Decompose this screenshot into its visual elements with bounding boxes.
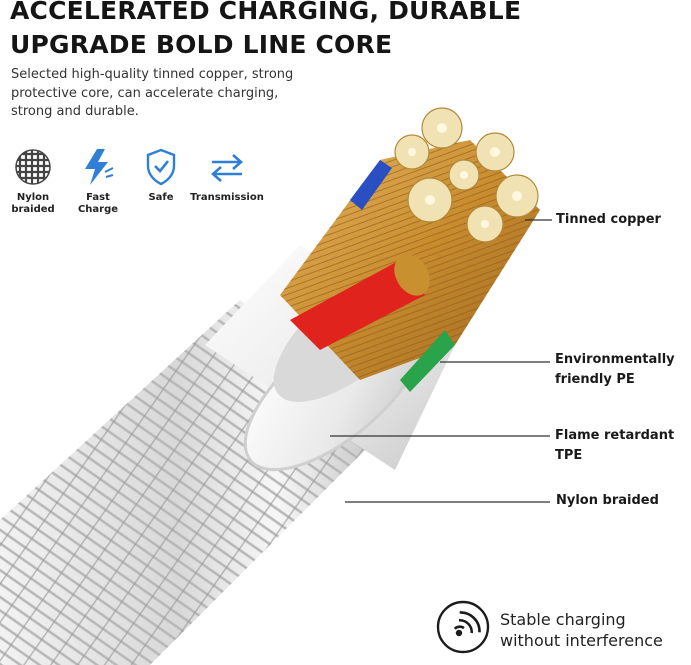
- feature-label-1b: braided: [11, 204, 55, 215]
- subtitle-line-3: strong and durable.: [11, 104, 139, 119]
- feature-label-4: Transmission: [190, 192, 264, 203]
- callout-nylon-braided: Nylon braided: [556, 493, 659, 508]
- stable-charging-text: Stable charging without interference: [500, 609, 663, 651]
- subtitle-line-1: Selected high-quality tinned copper, str…: [11, 67, 294, 82]
- callout-pe-line-1: Environmentally: [555, 352, 675, 367]
- headline-line-1: ACCELERATED CHARGING, DURABLE: [10, 0, 522, 25]
- feature-label-2b: Charge: [77, 204, 119, 215]
- headline: ACCELERATED CHARGING, DURABLE UPGRADE BO…: [10, 0, 521, 62]
- callout-pe-line-2: friendly PE: [555, 372, 635, 387]
- wireless-signal-icon: [436, 600, 490, 654]
- feature-label-3: Safe: [148, 192, 174, 203]
- feature-fast-charge: Fast Charge: [72, 148, 124, 216]
- transfer-arrows-icon: [211, 154, 243, 182]
- callout-leader-lines: [330, 219, 552, 503]
- callout-flame-retardant-tpe: Flame retardant TPE: [555, 428, 675, 463]
- nylon-mesh-icon: [15, 149, 51, 185]
- copper-core-bundle: [280, 107, 540, 392]
- feature-transmission: Transmission: [190, 148, 264, 204]
- lightning-bolt-icon: [85, 149, 114, 185]
- stable-line-1: Stable charging: [500, 610, 626, 629]
- feature-nylon-braided: Nylon braided: [6, 148, 60, 216]
- stable-line-2: without interference: [500, 631, 663, 650]
- subtitle: Selected high-quality tinned copper, str…: [11, 66, 341, 122]
- feature-label-1a: Nylon: [16, 192, 50, 203]
- feature-label-2a: Fast: [86, 192, 110, 203]
- shield-check-icon: [146, 148, 176, 186]
- callout-tinned-copper: Tinned copper: [556, 212, 661, 227]
- headline-line-2: UPGRADE BOLD LINE CORE: [10, 30, 393, 59]
- subtitle-line-2: protective core, can accelerate charging…: [11, 85, 279, 101]
- feature-safe: Safe: [138, 148, 184, 204]
- callout-environmentally-friendly-pe: Environmentally friendly PE: [555, 350, 675, 390]
